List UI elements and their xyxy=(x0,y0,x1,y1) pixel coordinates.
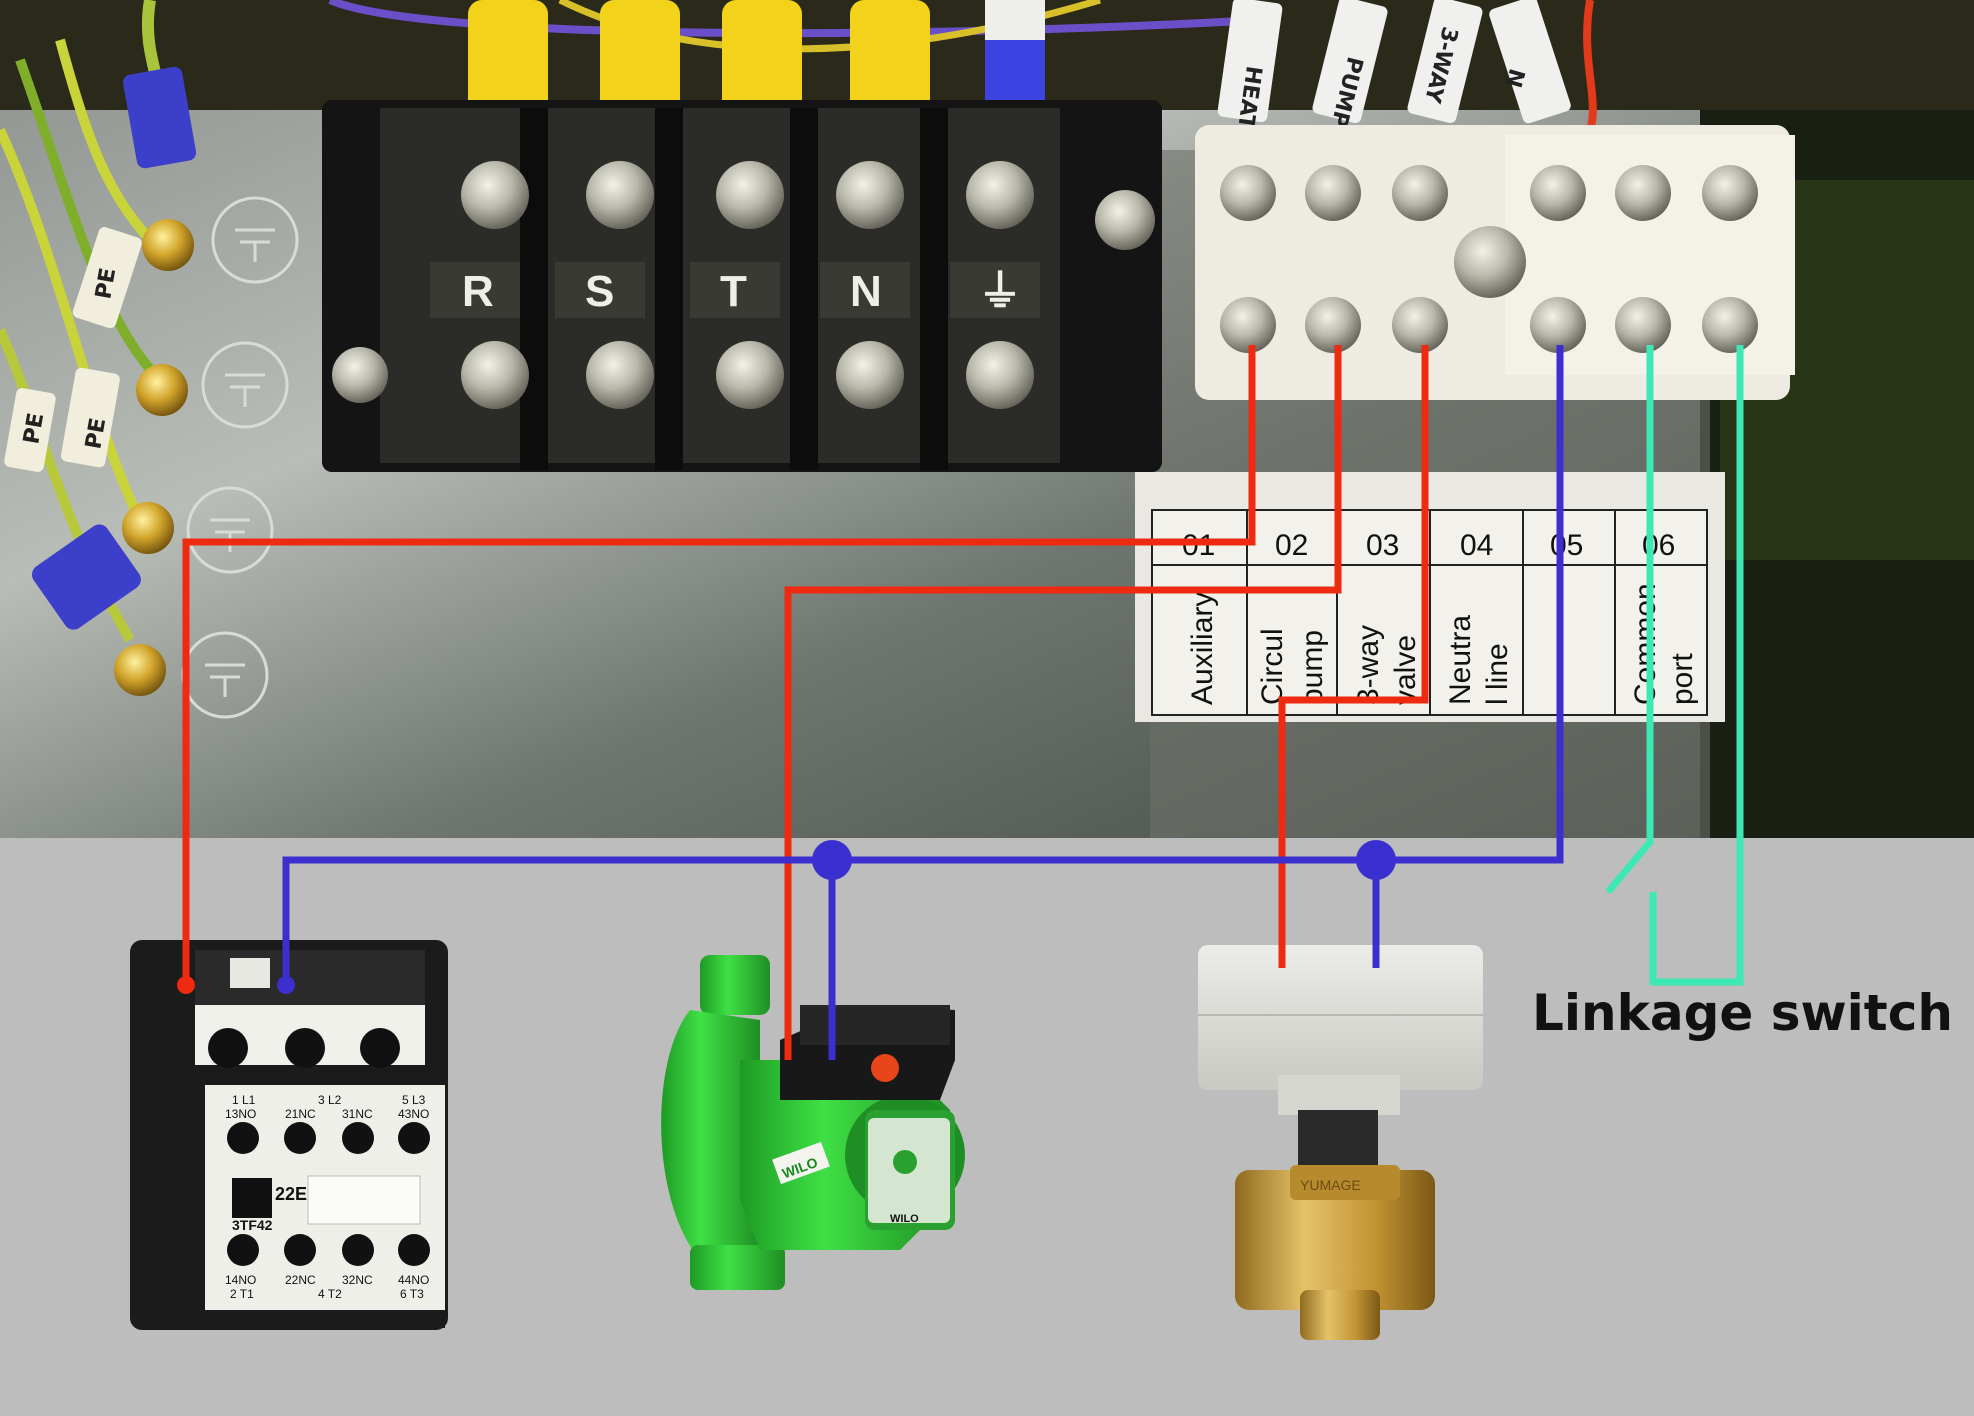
contactor: 1 L1 3 L2 5 L3 13NO 21NC 31NC 43NO 22E 3… xyxy=(130,940,448,1330)
wire-neutral-bus xyxy=(282,345,1564,985)
table-name-auxiliary: Auxiliary xyxy=(1186,592,1219,705)
connector-screws-top xyxy=(1220,165,1758,298)
contactor-bottom-t2: 4 T2 xyxy=(318,1287,342,1301)
contactor-13no: 13NO xyxy=(225,1107,256,1121)
wiring-overlay xyxy=(182,345,1744,1060)
junction-node-pump xyxy=(812,840,852,880)
pe-ground-wires: PE PE PE xyxy=(0,38,299,719)
pe-screw-2 xyxy=(136,364,188,416)
contactor-43no: 43NO xyxy=(398,1107,429,1121)
table-num-03: 03 xyxy=(1366,529,1399,562)
terminal-label-t: T xyxy=(720,267,747,316)
table-name-port: port xyxy=(1666,653,1699,705)
contactor-top-l3: 5 L3 xyxy=(402,1093,426,1107)
contactor-44no: 44NO xyxy=(398,1273,429,1287)
terminal-label-earth: ⏚ xyxy=(978,267,1022,316)
terminal-label-s: S xyxy=(585,267,614,316)
wire-switch-b xyxy=(1649,345,1744,986)
terminal-block-main: R S T N ⏚ xyxy=(322,100,1162,472)
sleeve-pe-2: PE xyxy=(81,416,111,451)
terminal-screws-top xyxy=(332,161,1155,403)
contactor-32nc: 32NC xyxy=(342,1273,373,1287)
sleeve-pe-1: PE xyxy=(91,266,121,301)
valve-marking: YUMAGE xyxy=(1300,1177,1361,1193)
table-name-l-line: l line xyxy=(1481,643,1514,705)
terminal-label-r: R xyxy=(462,267,494,316)
terminal-table: 01 02 03 04 05 06 Auxiliary Circul pump … xyxy=(1135,472,1725,722)
contactor-21nc: 21NC xyxy=(285,1107,316,1121)
terminal-label-n: N xyxy=(850,267,882,316)
contactor-model: 3TF42 xyxy=(232,1217,273,1233)
pe-screw-3 xyxy=(122,502,174,554)
ceramic-connector xyxy=(1195,125,1795,400)
pump-indicator xyxy=(871,1054,899,1082)
contactor-14no: 14NO xyxy=(225,1273,256,1287)
contactor-terminal-live xyxy=(177,976,195,994)
contactor-bottom-t3: 6 T3 xyxy=(400,1287,424,1301)
connector-screws-bottom xyxy=(1220,297,1758,353)
wire-valve-live xyxy=(1278,345,1429,968)
contactor-top-l2: 3 L2 xyxy=(318,1093,342,1107)
pe-screw-1 xyxy=(142,219,194,271)
contactor-31nc: 31NC xyxy=(342,1107,373,1121)
wire-switch-a xyxy=(1605,345,1654,895)
wire-pump-live xyxy=(784,345,1342,1060)
contactor-bottom-t1: 2 T1 xyxy=(230,1287,254,1301)
circulation-pump: WILO WILO xyxy=(661,955,965,1290)
table-num-02: 02 xyxy=(1275,529,1308,562)
pe-screw-4 xyxy=(114,644,166,696)
contactor-terminal-neutral xyxy=(277,976,295,994)
table-num-05: 05 xyxy=(1550,529,1583,562)
table-name-circul: Circul xyxy=(1256,628,1289,705)
table-name-neutra: Neutra xyxy=(1444,615,1477,705)
table-name-common: Common xyxy=(1629,583,1662,705)
contactor-model-code: 22E xyxy=(275,1184,307,1204)
sleeve-pe-3: PE xyxy=(19,411,49,446)
linkage-switch-label: Linkage switch xyxy=(1532,984,1953,1042)
table-name-valve: valve xyxy=(1389,635,1422,705)
three-way-valve: YUMAGE xyxy=(1198,945,1483,1340)
table-name-3way: 3-way xyxy=(1352,625,1385,705)
contactor-22nc: 22NC xyxy=(285,1273,316,1287)
terminal-labels: R S T N ⏚ xyxy=(430,262,1040,318)
terminal-screws-bottom xyxy=(461,341,1034,409)
pump-brand-badge: WILO xyxy=(890,1213,919,1225)
table-name-pump: pump xyxy=(1296,630,1329,705)
contactor-top-l1: 1 L1 xyxy=(232,1093,256,1107)
junction-node-valve xyxy=(1356,840,1396,880)
table-names: Auxiliary Circul pump 3-way valve Neutra… xyxy=(1186,583,1699,705)
table-num-04: 04 xyxy=(1460,529,1493,562)
wire-auxiliary-live xyxy=(182,345,1256,985)
